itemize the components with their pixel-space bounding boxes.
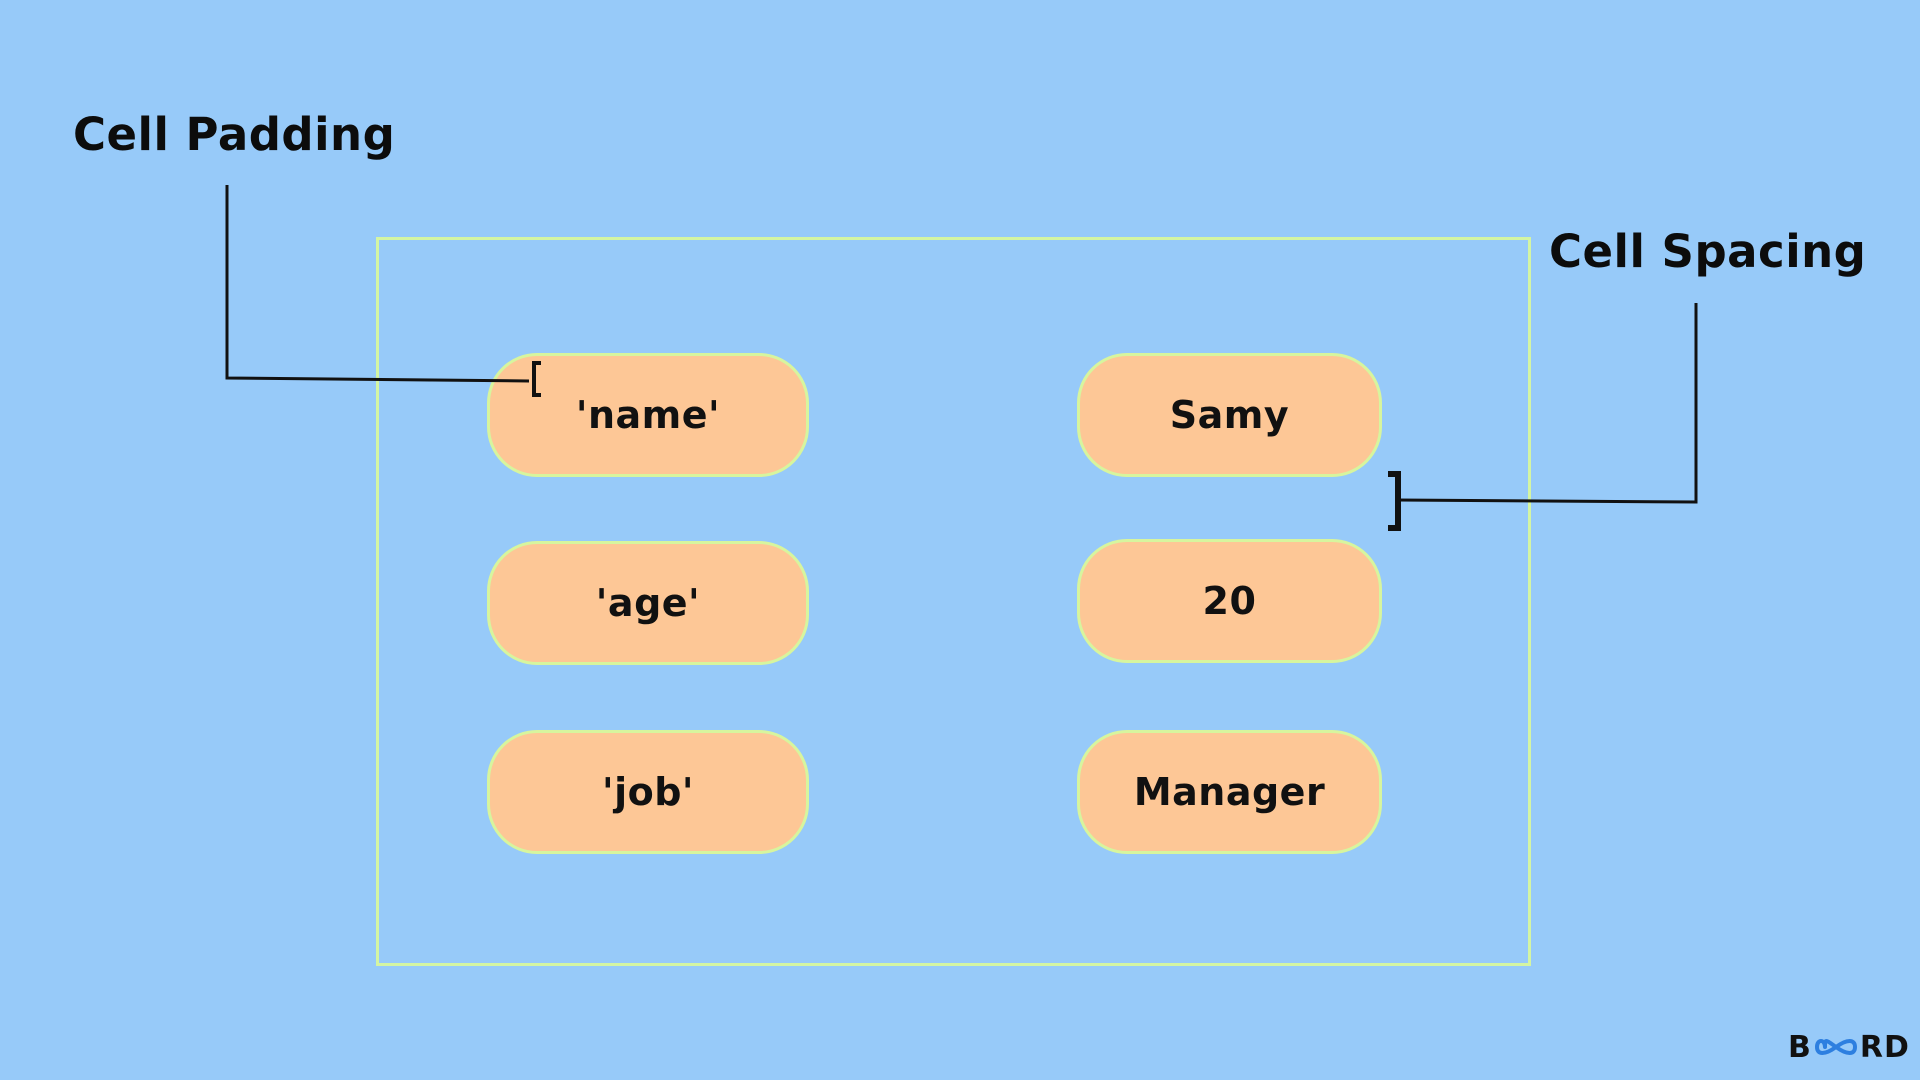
- cell-padding-label: Cell Padding: [73, 108, 396, 161]
- value-cell-age: 20: [1077, 539, 1382, 663]
- table-border: [376, 237, 1531, 966]
- key-cell-age: 'age': [487, 541, 809, 665]
- infinity-icon: [1814, 1039, 1857, 1055]
- logo-letter-b: B: [1788, 1029, 1812, 1065]
- logo-letters-rd: RD: [1859, 1029, 1910, 1065]
- key-cell-job: 'job': [487, 730, 809, 854]
- key-cell-name: 'name': [487, 353, 809, 477]
- value-cell-job: Manager: [1077, 730, 1382, 854]
- value-cell-name: Samy: [1077, 353, 1382, 477]
- board-logo: B RD: [1788, 1029, 1910, 1065]
- cell-spacing-label: Cell Spacing: [1549, 225, 1867, 278]
